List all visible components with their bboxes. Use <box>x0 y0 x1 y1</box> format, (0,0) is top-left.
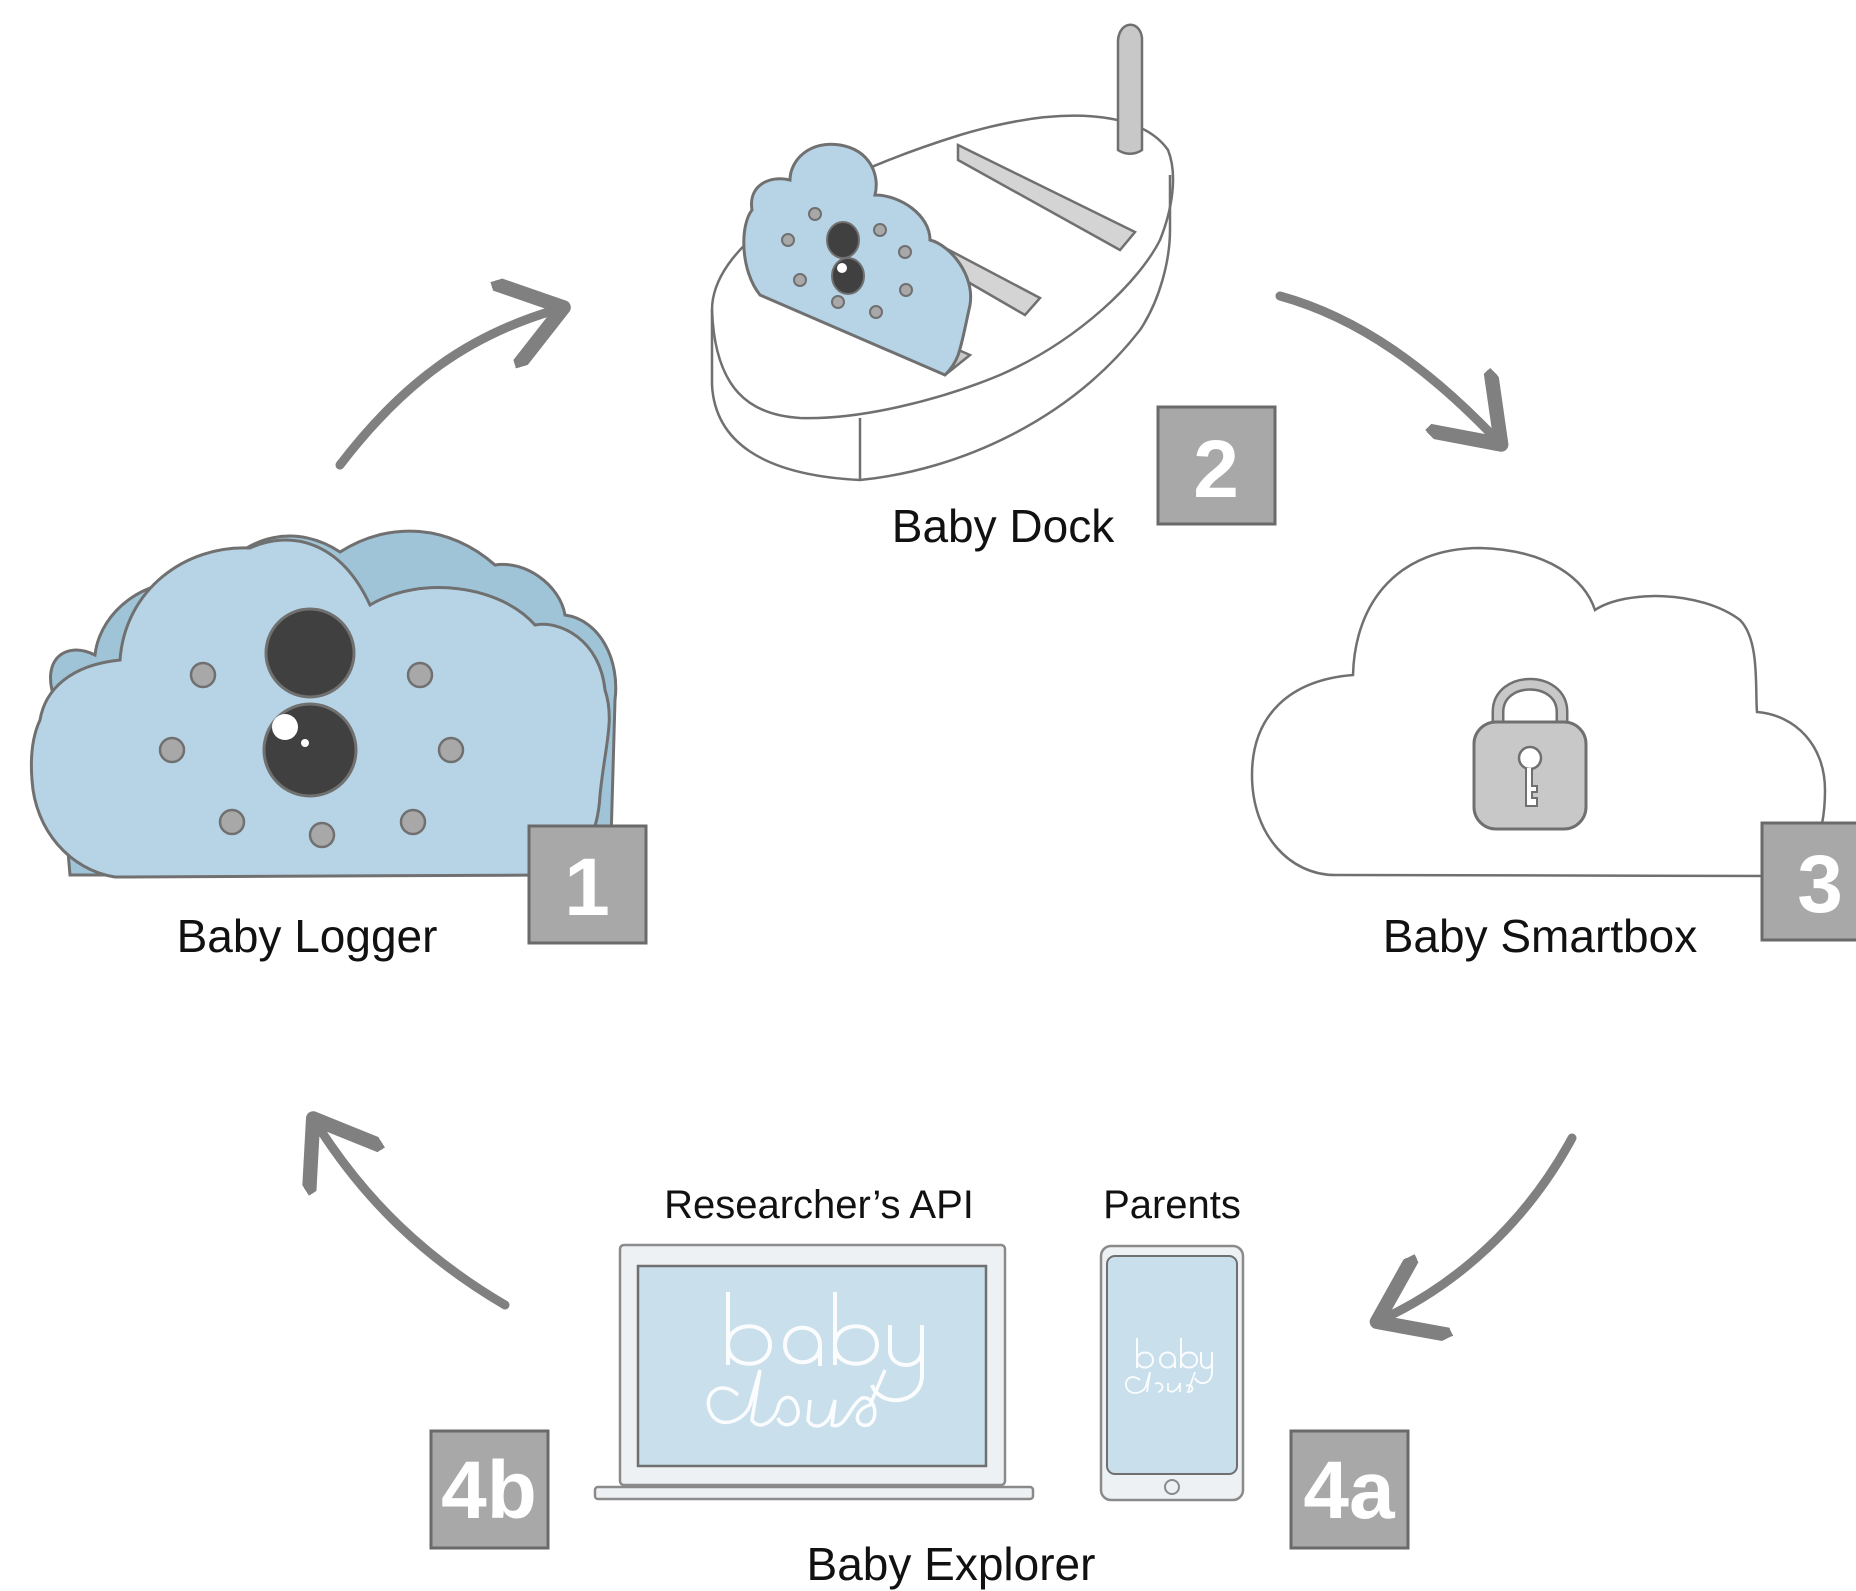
badge-2-text: 2 <box>1193 424 1239 515</box>
logger-label: Baby Logger <box>177 910 438 962</box>
badge-1: 1 <box>527 824 648 945</box>
badge-4a-text: 4a <box>1303 1445 1396 1536</box>
explorer-label: Baby Explorer <box>807 1538 1096 1590</box>
badge-1-text: 1 <box>564 842 610 933</box>
parents-label: Parents <box>1103 1183 1241 1227</box>
cloud-device-icon <box>29 529 618 879</box>
baby-cloud-logo <box>706 1292 924 1428</box>
dock-icon <box>710 23 1175 482</box>
smartbox-label: Baby Smartbox <box>1383 910 1697 962</box>
arrow-logger-to-dock <box>335 310 555 470</box>
lock-cloud-icon <box>1250 546 1827 878</box>
phone-icon <box>1099 1244 1245 1502</box>
badge-3-text: 3 <box>1797 839 1843 930</box>
badge-3: 3 <box>1760 821 1856 942</box>
badge-2: 2 <box>1156 405 1277 526</box>
badge-4b: 4b <box>429 1429 550 1550</box>
dock-label: Baby Dock <box>892 500 1115 552</box>
arrow-explorer-to-logger <box>318 1126 510 1310</box>
arrow-dock-to-smartbox <box>1275 291 1495 438</box>
laptop-icon <box>593 1243 1035 1501</box>
arrow-smartbox-to-explorer <box>1385 1133 1577 1318</box>
badge-4a: 4a <box>1289 1429 1410 1550</box>
researcher-api-label: Researcher’s API <box>664 1183 974 1227</box>
badge-4b-text: 4b <box>441 1445 537 1536</box>
